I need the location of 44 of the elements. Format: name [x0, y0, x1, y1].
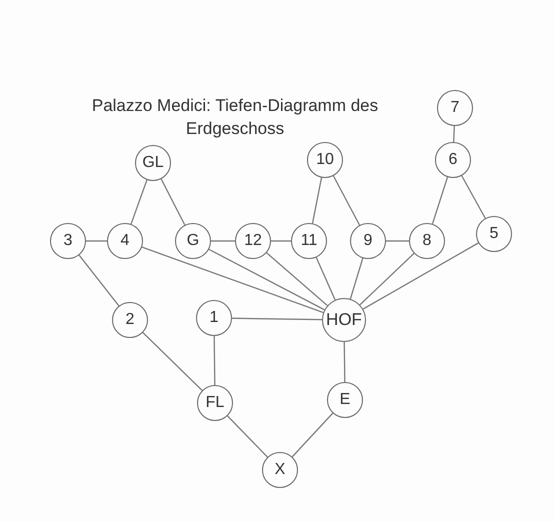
connector-line	[461, 175, 486, 219]
connector-line	[266, 252, 328, 306]
connector-line	[208, 248, 325, 310]
space-node-circle: 1	[196, 300, 232, 336]
connector-line	[332, 176, 360, 226]
connector-line	[292, 412, 334, 458]
connector-line	[432, 176, 448, 224]
connector-line	[142, 246, 324, 314]
space-node-circle: HOF	[322, 298, 366, 342]
connector-line	[142, 332, 203, 391]
connector-line	[86, 240, 107, 242]
space-node-circle: 10	[307, 142, 343, 178]
connector-line	[160, 178, 186, 226]
space-node-circle: 3	[50, 223, 86, 259]
connector-line	[211, 240, 235, 242]
space-node-circle: 8	[409, 223, 445, 259]
connector-line	[453, 126, 455, 142]
space-node-circle: 12	[235, 223, 271, 259]
space-node-circle: 9	[350, 223, 386, 259]
connector-line	[344, 342, 346, 382]
connector-line	[312, 178, 322, 224]
diagram-title: Palazzo Medici: Tiefen-Diagramm des Erdgeschoss	[90, 95, 380, 140]
connector-line	[360, 252, 414, 306]
space-node-circle: 5	[476, 216, 512, 252]
space-node-circle: GL	[135, 145, 171, 181]
space-node-circle: 6	[435, 142, 471, 178]
connector-line	[386, 240, 409, 242]
connector-line	[350, 258, 364, 300]
space-node-circle: 11	[291, 223, 327, 259]
connector-line	[78, 254, 120, 306]
space-node-circle: G	[175, 223, 211, 259]
connector-line	[214, 336, 216, 385]
space-node-circle: X	[262, 452, 298, 488]
space-node-circle: E	[327, 382, 363, 418]
connector-line	[362, 242, 479, 310]
space-node-circle: 4	[107, 223, 143, 259]
connector-line	[227, 416, 268, 458]
connector-line	[316, 257, 336, 300]
space-node-circle: 7	[437, 90, 473, 126]
connector-line	[271, 240, 291, 242]
connector-line	[232, 318, 322, 320]
connector-line	[130, 180, 148, 224]
space-node-circle: FL	[197, 385, 233, 421]
space-node-circle: 2	[112, 302, 148, 338]
